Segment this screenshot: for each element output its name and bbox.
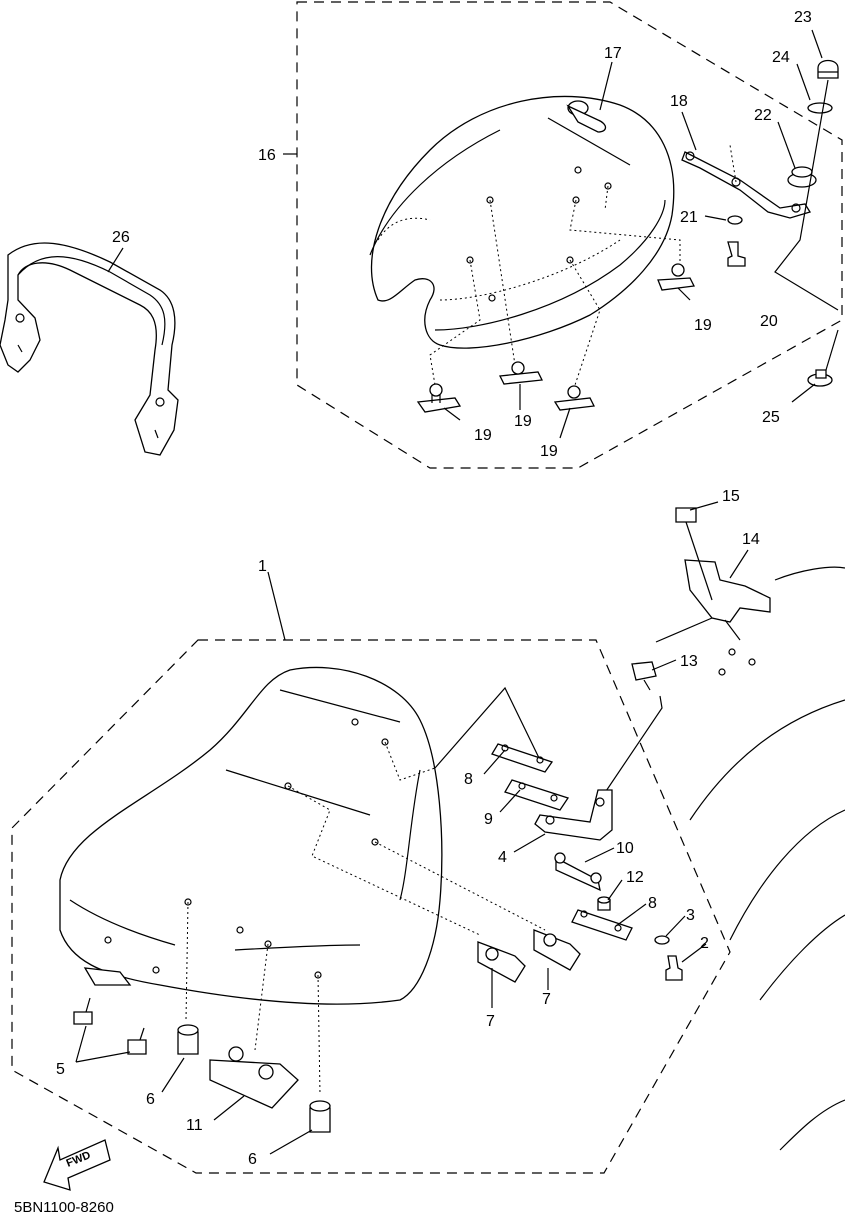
fastener-19-c <box>553 385 595 411</box>
passenger-seat-leaders <box>429 185 681 386</box>
screw-5-a <box>73 997 93 1025</box>
callout-6a: 6 <box>146 1091 155 1108</box>
callout-11: 11 <box>186 1117 203 1134</box>
fwd-arrow-icon: FWD <box>43 1139 111 1191</box>
callout-19d: 19 <box>694 317 712 334</box>
washer-21 <box>727 215 743 225</box>
passenger-seat <box>369 95 675 349</box>
callout-26: 26 <box>112 229 130 246</box>
callout-8b: 8 <box>648 895 657 912</box>
callout-7b: 7 <box>542 991 551 1008</box>
callout-19c: 19 <box>540 443 558 460</box>
callout-numbers: 1 2 3 4 5 6 6 7 7 8 8 9 10 11 12 13 14 1… <box>56 9 812 1168</box>
callout-22: 22 <box>754 107 772 124</box>
bolt-2 <box>665 955 683 981</box>
stud-line <box>774 79 839 311</box>
callout-24: 24 <box>772 49 790 66</box>
callout-21: 21 <box>680 209 698 226</box>
screw-5-b <box>127 1027 147 1055</box>
callout-16: 16 <box>258 147 276 164</box>
plate-8-lower <box>571 909 633 941</box>
washer-24 <box>807 102 833 114</box>
damper-6-a <box>177 1024 199 1055</box>
fastener-19-b <box>498 361 544 385</box>
frame-contour <box>689 566 845 1151</box>
diagram-code: 5BN1100-8260 <box>14 1199 114 1216</box>
fastener-19-a <box>416 383 462 413</box>
plate-8-upper <box>491 743 554 773</box>
bracket-11 <box>209 1046 299 1109</box>
bracket-14 <box>655 559 771 643</box>
collar-12 <box>597 896 611 911</box>
hole-c <box>718 668 726 676</box>
hole-a <box>728 648 736 656</box>
fastener-19-d <box>657 263 695 291</box>
callout-10: 10 <box>616 840 634 857</box>
callout-leaders <box>75 29 823 1155</box>
callout-5: 5 <box>56 1061 65 1078</box>
callout-7a: 7 <box>486 1013 495 1030</box>
callout-2: 2 <box>700 935 709 952</box>
callout-3: 3 <box>686 907 695 924</box>
callout-9: 9 <box>484 811 493 828</box>
grommet-22 <box>787 166 817 188</box>
nut-plate-10 <box>554 852 602 892</box>
grab-rail <box>0 242 179 456</box>
plate-9 <box>504 779 570 811</box>
callout-6b: 6 <box>248 1151 257 1168</box>
bolt-15 <box>675 507 713 601</box>
damper-7-b <box>533 929 581 971</box>
callout-19b: 19 <box>514 413 532 430</box>
callout-1: 1 <box>258 558 267 575</box>
rider-seat-assembly-outline <box>11 639 731 1174</box>
callout-20: 20 <box>760 313 778 330</box>
callout-12: 12 <box>626 869 644 886</box>
bolt-13 <box>631 661 657 691</box>
callout-23: 23 <box>794 9 812 26</box>
callout-13: 13 <box>680 653 698 670</box>
leader-lines <box>434 686 663 801</box>
nut-25 <box>807 329 839 387</box>
callout-17: 17 <box>604 45 622 62</box>
damper-6-b <box>309 1100 331 1133</box>
callout-19a: 19 <box>474 427 492 444</box>
hole-b <box>748 658 756 666</box>
washer-3 <box>654 935 670 945</box>
callout-8a: 8 <box>464 771 473 788</box>
bracket-4 <box>534 789 613 841</box>
callout-14: 14 <box>742 531 760 548</box>
bracket-18 <box>681 144 812 219</box>
bolt-20 <box>727 241 746 267</box>
callout-25: 25 <box>762 409 780 426</box>
damper-7-a <box>477 941 526 983</box>
callout-4: 4 <box>498 849 507 866</box>
callout-18: 18 <box>670 93 688 110</box>
callout-15: 15 <box>722 488 740 505</box>
rider-seat <box>59 666 443 1005</box>
rider-seat-leaders <box>185 741 546 1096</box>
passenger-seat-assembly-outline <box>296 1 843 469</box>
cap-nut-23 <box>817 59 839 79</box>
